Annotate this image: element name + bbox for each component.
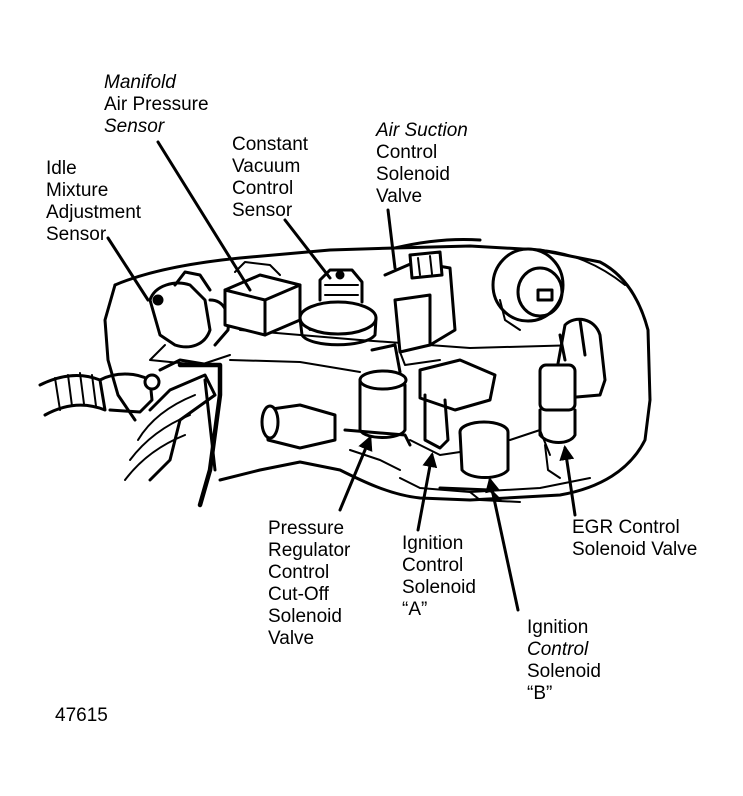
label-line: Sensor (232, 200, 293, 221)
engine-block (103, 237, 652, 503)
label-ignition-control-solenoid-b: Ignition Control Solenoid “B” (527, 617, 601, 705)
label-line: Solenoid Valve (572, 539, 698, 560)
label-line: Control (527, 639, 589, 660)
label-line: Manifold (104, 72, 176, 93)
label-line: Control (268, 562, 330, 583)
corrugated-hose (38, 372, 161, 417)
label-constant-vacuum-control-sensor: Constant Vacuum Control Sensor (232, 134, 308, 222)
label-manifold-air-pressure-sensor: Manifold Air Pressure Sensor (104, 72, 209, 138)
label-line: Idle (46, 158, 77, 179)
label-line: Adjustment (46, 202, 142, 223)
label-line: Pressure (268, 518, 345, 539)
label-line: Vacuum (232, 156, 301, 177)
air-suction-solenoid (383, 250, 457, 366)
label-line: Ignition (402, 533, 464, 554)
label-line: EGR Control (572, 517, 680, 538)
label-line: Cut-Off (268, 584, 329, 605)
label-line: Control (376, 142, 438, 163)
ignition-solenoid-a (409, 358, 497, 456)
label-line: Control (402, 555, 464, 576)
label-line: Control (232, 178, 294, 199)
bracket-plates (124, 358, 223, 508)
label-line: Solenoid (402, 577, 476, 598)
label-line: Sensor (46, 224, 107, 245)
constant-vacuum-sensor (298, 268, 378, 347)
label-line: Sensor (104, 116, 165, 137)
label-line: Solenoid (527, 661, 601, 682)
label-line: Air Suction (376, 120, 468, 141)
label-air-suction-control-solenoid-valve: Air Suction Control Solenoid Valve (376, 120, 468, 208)
leader-lines (106, 140, 577, 612)
label-line: Solenoid (376, 164, 450, 185)
label-line: Ignition (527, 617, 589, 638)
label-line: “A” (402, 599, 428, 620)
label-line: Regulator (268, 540, 351, 561)
egr-solenoid (538, 317, 607, 479)
round-cap (491, 247, 565, 331)
label-line: Solenoid (268, 606, 342, 627)
label-egr-control-solenoid-valve: EGR Control Solenoid Valve (572, 517, 697, 561)
ignition-solenoid-b (438, 420, 551, 502)
label-line: Valve (268, 628, 315, 649)
throttle-body (148, 270, 231, 366)
label-line: Constant (232, 134, 309, 155)
label-pressure-regulator-control-cutoff-solenoid-valve: Pressure Regulator Control Cut-Off Solen… (268, 518, 350, 650)
label-line: Mixture (46, 180, 109, 201)
label-line: Valve (376, 186, 423, 207)
pressure-regulator-solenoid (260, 343, 412, 450)
label-idle-mixture-adjustment-sensor: Idle Mixture Adjustment Sensor (46, 158, 141, 246)
label-ignition-control-solenoid-a: Ignition Control Solenoid “A” (402, 533, 476, 621)
label-line: Air Pressure (104, 94, 209, 115)
label-line: “B” (527, 683, 553, 704)
figure-number: 47615 (55, 705, 108, 726)
